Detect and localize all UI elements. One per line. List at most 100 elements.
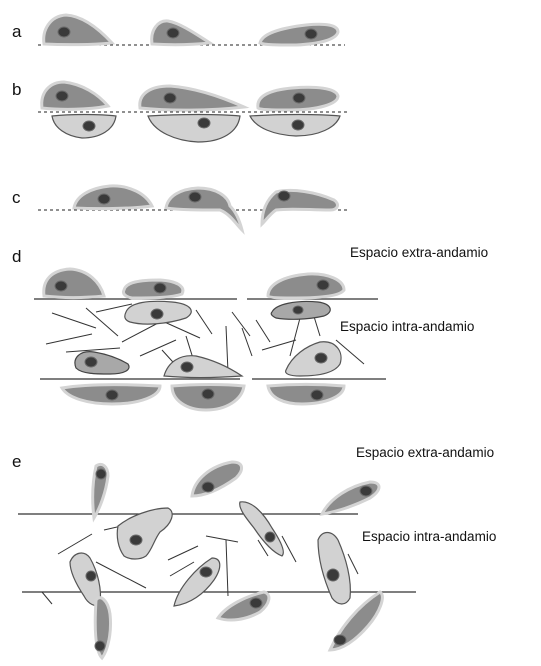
- cell-nucleus: [151, 309, 163, 319]
- cell-nucleus: [250, 598, 262, 608]
- cell-nucleus: [167, 28, 179, 38]
- fiber: [226, 540, 228, 596]
- cell-flat: [42, 82, 108, 109]
- cell-body: [42, 82, 108, 109]
- cell-body: [192, 462, 242, 496]
- panel-d-label: d: [12, 247, 21, 266]
- panel-e: e Espacio extra-andamio Espacio intra-an…: [12, 445, 496, 658]
- intra-scaffold-label: Espacio intra-andamio: [362, 529, 496, 544]
- fiber: [46, 334, 92, 344]
- panel-d: d Espacio extra-andamio Espacio intra-an…: [12, 245, 488, 410]
- cell-body: [286, 342, 341, 376]
- cell-embedded: [271, 301, 330, 319]
- cell-flat: [258, 87, 338, 110]
- cell-nucleus: [56, 91, 68, 101]
- cell-nucleus: [315, 353, 327, 363]
- fiber: [140, 340, 176, 356]
- cell-protruding: [262, 190, 337, 224]
- cell-nucleus: [164, 93, 176, 103]
- cell-nucleus: [293, 93, 305, 103]
- fiber: [262, 340, 296, 350]
- cell-body: [70, 553, 101, 606]
- cell-nucleus: [293, 306, 303, 314]
- fiber: [348, 554, 358, 574]
- cell-body: [268, 385, 344, 405]
- cell-nucleus: [86, 571, 96, 581]
- fiber: [206, 536, 238, 542]
- fiber: [168, 546, 198, 560]
- cell-nucleus: [198, 118, 210, 128]
- cell-embedded: [117, 508, 172, 559]
- cell-nucleus: [265, 532, 275, 542]
- cell-body: [148, 115, 240, 143]
- cell-flat: [140, 86, 244, 110]
- cell-elongated: [218, 592, 269, 620]
- cell-body: [117, 508, 172, 559]
- cell-protruding: [166, 188, 242, 230]
- cell-elongated: [95, 598, 111, 658]
- cell-body: [75, 352, 129, 374]
- cell-nucleus: [154, 283, 166, 293]
- fiber: [290, 318, 300, 356]
- cell-nucleus: [334, 635, 346, 645]
- cell-body: [44, 269, 104, 298]
- panel-c: c: [12, 186, 348, 230]
- cell-body: [152, 21, 210, 45]
- cell-nucleus: [292, 120, 304, 130]
- panel-c-label: c: [12, 188, 21, 207]
- panel-b: b: [12, 80, 348, 142]
- cell-elongated: [322, 482, 379, 514]
- cell-body: [260, 24, 338, 45]
- fiber: [52, 313, 96, 328]
- fiber: [232, 312, 250, 336]
- cell-nucleus: [311, 390, 323, 400]
- fiber: [170, 562, 194, 576]
- cell-underside: [172, 385, 244, 411]
- cell-embedded: [240, 502, 284, 556]
- cell-body: [74, 186, 152, 209]
- cell-body: [240, 502, 284, 556]
- cell-body: [166, 188, 242, 230]
- fiber: [42, 592, 52, 604]
- cell-body: [174, 558, 220, 606]
- cell-inverted: [148, 115, 240, 143]
- panel-e-label: e: [12, 452, 21, 471]
- cell-elongated: [93, 464, 108, 518]
- cell-body: [262, 190, 337, 224]
- cell-embedded: [125, 301, 191, 324]
- cell-elongated: [192, 462, 242, 496]
- cell-body: [164, 356, 242, 378]
- cell-nucleus: [181, 362, 193, 372]
- cell-nucleus: [200, 567, 212, 577]
- cell-spread: [74, 186, 152, 209]
- cell-nucleus: [106, 390, 118, 400]
- fiber: [58, 534, 92, 554]
- fiber: [196, 310, 212, 334]
- cell-embedded: [174, 558, 220, 606]
- cell-underside: [62, 385, 160, 404]
- fiber: [122, 322, 160, 342]
- cell-surface: [123, 280, 182, 298]
- cell-underside: [268, 385, 344, 405]
- cell-nucleus: [130, 535, 142, 545]
- cell-embedded: [70, 553, 101, 606]
- panel-a-label: a: [12, 22, 22, 41]
- cell-nucleus: [327, 569, 339, 581]
- fiber: [226, 326, 228, 372]
- extra-scaffold-label: Espacio extra-andamio: [356, 445, 494, 460]
- cell-embedded: [164, 356, 242, 378]
- cell-nucleus: [202, 389, 214, 399]
- cell-nucleus: [202, 482, 214, 492]
- cell-nucleus: [95, 641, 105, 651]
- fiber: [86, 308, 118, 336]
- cell-body: [318, 533, 350, 605]
- cell-body: [322, 482, 379, 514]
- cell-nucleus: [58, 27, 70, 37]
- cell-flat: [260, 24, 338, 45]
- cell-nucleus: [83, 121, 95, 131]
- panel-b-label: b: [12, 80, 21, 99]
- cell-body: [268, 274, 344, 298]
- cell-body: [123, 280, 182, 298]
- fiber: [282, 536, 296, 562]
